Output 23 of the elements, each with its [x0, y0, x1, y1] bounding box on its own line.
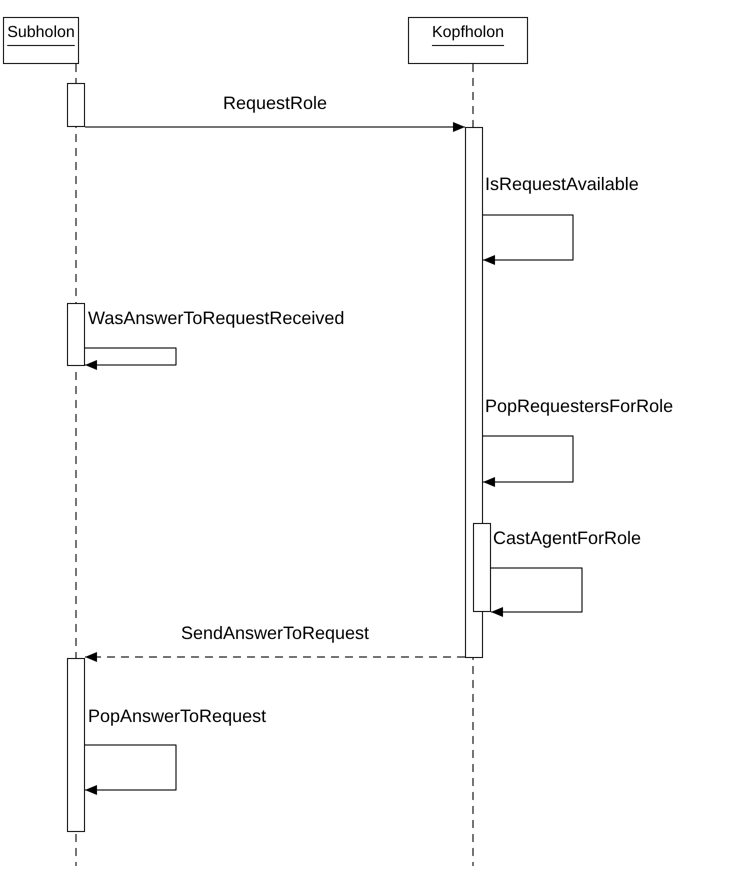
message-label: IsRequestAvailable	[485, 174, 639, 195]
lifeline-name: Kopfholon	[432, 24, 504, 42]
lifeline-name: Subholon	[7, 24, 75, 42]
message-arrow	[84, 652, 466, 662]
message-arrow	[490, 568, 582, 617]
message-label: PopAnswerToRequest	[88, 706, 266, 727]
lifeline-header-box	[3, 17, 79, 64]
message-arrow	[84, 122, 466, 132]
message-label: CastAgentForRole	[493, 528, 642, 549]
message-arrow	[84, 744, 176, 795]
activation-bar	[473, 523, 491, 612]
message-arrow	[482, 214, 574, 265]
activation-bar	[67, 303, 85, 366]
message-arrow	[482, 436, 574, 487]
activation-bar	[67, 658, 85, 832]
message-label: PopRequestersForRole	[485, 396, 674, 417]
message-label: RequestRole	[222, 93, 328, 114]
activation-bar	[465, 127, 483, 658]
message-label: SendAnswerToRequest	[180, 623, 370, 644]
message-arrow	[84, 348, 176, 370]
lifeline-header-box	[408, 17, 528, 64]
activation-bar	[67, 83, 85, 127]
message-label: WasAnswerToRequestReceived	[88, 308, 344, 329]
